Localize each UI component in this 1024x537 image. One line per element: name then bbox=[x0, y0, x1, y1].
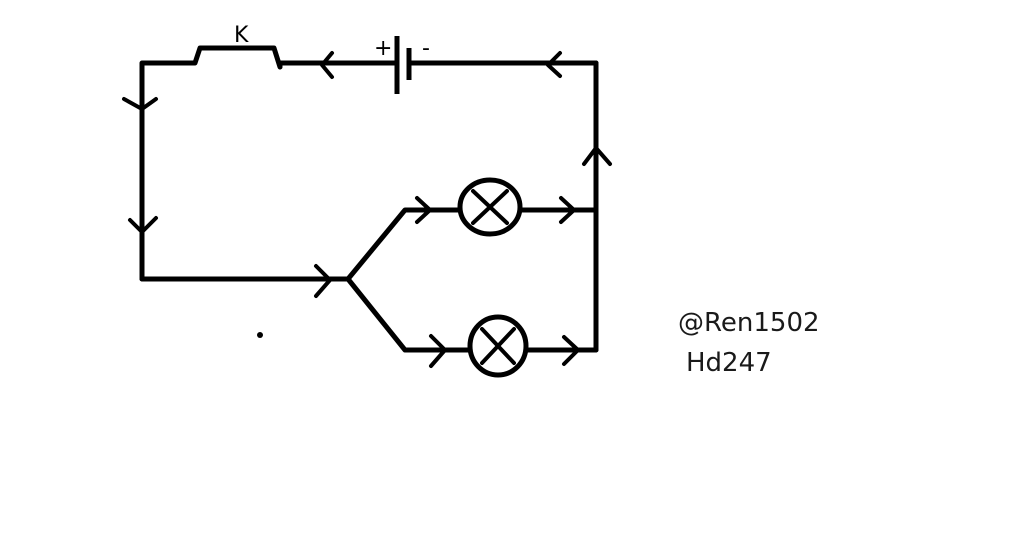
arrow-top-right bbox=[546, 51, 562, 78]
arrow-left-upper bbox=[122, 97, 158, 111]
arrow-top-left bbox=[320, 51, 334, 79]
battery bbox=[394, 36, 412, 94]
arrow-upper-branch-in bbox=[415, 196, 432, 224]
stray-dot bbox=[257, 332, 263, 338]
arrow-right-up bbox=[582, 146, 612, 166]
battery-plus-label: + bbox=[374, 36, 392, 61]
upper-branch-wire bbox=[345, 207, 465, 282]
arrow-left-lower bbox=[128, 216, 158, 234]
arrow-lower-branch-in bbox=[429, 334, 447, 368]
lamp-upper bbox=[457, 177, 523, 237]
arrow-bottom bbox=[314, 264, 332, 298]
lamp-lower bbox=[467, 314, 529, 378]
top-wire bbox=[139, 45, 599, 282]
battery-minus-label: - bbox=[422, 36, 430, 61]
arrow-upper-branch-out bbox=[559, 196, 576, 224]
watermark-handle: @Ren1502 bbox=[678, 308, 820, 338]
switch-label: K bbox=[234, 23, 249, 48]
arrow-lower-branch-out bbox=[562, 335, 580, 366]
watermark-code: Hd247 bbox=[686, 348, 772, 378]
lower-branch-wire bbox=[345, 276, 475, 353]
